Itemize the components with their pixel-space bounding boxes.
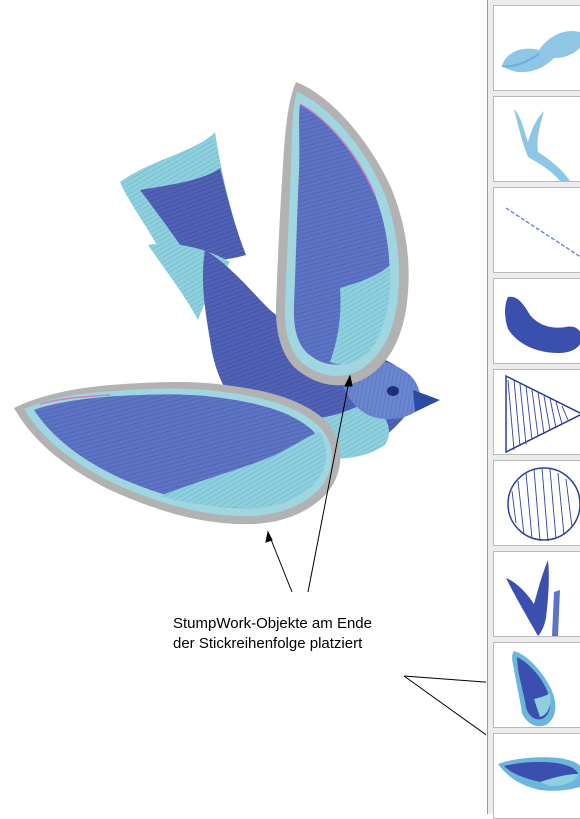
stumpwork-callout-label: StumpWork-Objekte am Ende der Stickreihe… [173,614,453,654]
stumpwork-lower-wing [14,382,340,524]
stumpwork-upper-wing [276,82,409,385]
callout-line-1: StumpWork-Objekte am Ende [173,614,453,634]
callout-line-2: der Stickreihenfolge platziert [173,634,453,654]
thin-run-thumbnail [494,188,580,273]
light-blue-tail-thumbnail [494,97,580,182]
bird-beak [413,390,440,412]
circle-fill-thumbnail [494,461,580,546]
design-canvas[interactable]: StumpWork-Objekte am Ende der Stickreihe… [0,0,486,814]
sequence-item-stumpwork-upper-wing[interactable] [493,642,580,728]
light-blue-body-thumbnail [494,6,580,91]
lower-wing-thumbnail [494,734,580,819]
sequence-item-light-blue-body[interactable] [493,5,580,91]
dark-blue-tail-thumbnail [494,552,580,637]
dark-blue-body-thumbnail [494,279,580,364]
sequence-item-stumpwork-lower-wing[interactable] [493,733,580,819]
sequence-item-dark-blue-body[interactable] [493,278,580,364]
bird-eye [387,386,399,396]
sequence-item-dark-blue-tail[interactable] [493,551,580,637]
stitch-sequence-panel[interactable] [487,0,580,814]
sequence-item-thin-run[interactable] [493,187,580,273]
bird-design [0,0,486,814]
sequence-item-triangle-fill[interactable] [493,369,580,455]
sequence-item-circle-fill[interactable] [493,460,580,546]
sequence-item-light-blue-tail[interactable] [493,96,580,182]
triangle-fill-thumbnail [494,370,580,455]
upper-wing-thumbnail [494,643,580,728]
